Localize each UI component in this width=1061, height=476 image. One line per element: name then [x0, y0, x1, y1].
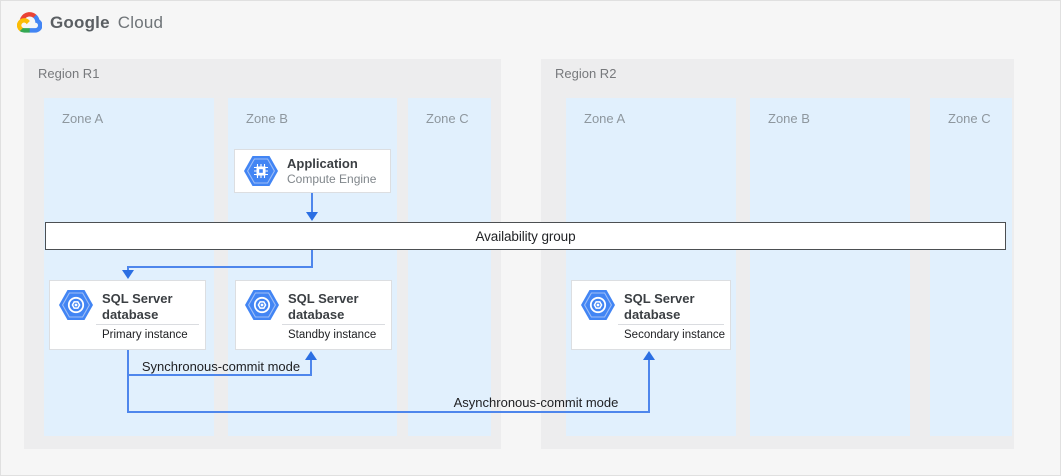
zone-label: Zone C	[948, 111, 991, 126]
sql-standby-title: SQL Server database	[288, 291, 359, 322]
region-r2-zone-a: Zone A	[566, 98, 736, 436]
zone-label: Zone A	[62, 111, 104, 126]
card-divider	[96, 324, 199, 325]
card-divider	[282, 324, 385, 325]
application-title: Application	[287, 156, 358, 171]
sql-standby-node: SQL Server database Standby instance	[235, 280, 392, 350]
region-r1-zone-a: Zone A	[44, 98, 214, 436]
zone-label: Zone B	[246, 111, 288, 126]
region-r2-label: Region R2	[555, 66, 617, 81]
sql-database-hexagon-icon	[581, 290, 615, 320]
zone-label: Zone A	[584, 111, 626, 126]
synchronous-commit-label: Synchronous-commit mode	[141, 359, 301, 374]
sql-primary-node: SQL Server database Primary instance	[49, 280, 206, 350]
sql-secondary-title: SQL Server database	[624, 291, 695, 322]
region-r2-zone-b: Zone B	[750, 98, 910, 436]
card-divider	[618, 324, 724, 325]
availability-group-bar: Availability group	[45, 222, 1006, 250]
sql-database-hexagon-icon	[59, 290, 93, 320]
zone-label: Zone B	[768, 111, 810, 126]
logo-text-cloud: Cloud	[117, 12, 164, 32]
google-cloud-logo: Google Cloud	[17, 12, 163, 33]
sql-database-hexagon-icon	[245, 290, 279, 320]
google-cloud-logo-icon	[17, 12, 42, 33]
region-r2-zone-c: Zone C	[930, 98, 1012, 436]
sql-primary-instance-label: Primary instance	[102, 329, 188, 341]
application-node: Application Compute Engine	[234, 149, 391, 193]
asynchronous-commit-label: Asynchronous-commit mode	[453, 395, 619, 410]
region-r1-label: Region R1	[38, 66, 100, 81]
sql-primary-title: SQL Server database	[102, 291, 173, 322]
sql-secondary-node: SQL Server database Secondary instance	[571, 280, 731, 350]
region-r1-zone-c: Zone C	[408, 98, 491, 436]
zone-label: Zone C	[426, 111, 469, 126]
application-subtitle: Compute Engine	[287, 172, 377, 186]
sql-secondary-instance-label: Secondary instance	[624, 329, 726, 341]
availability-group-label: Availability group	[475, 228, 576, 244]
logo-text-google: Google	[50, 12, 110, 32]
sql-standby-instance-label: Standby instance	[288, 329, 377, 341]
compute-engine-hexagon-icon	[244, 156, 278, 186]
